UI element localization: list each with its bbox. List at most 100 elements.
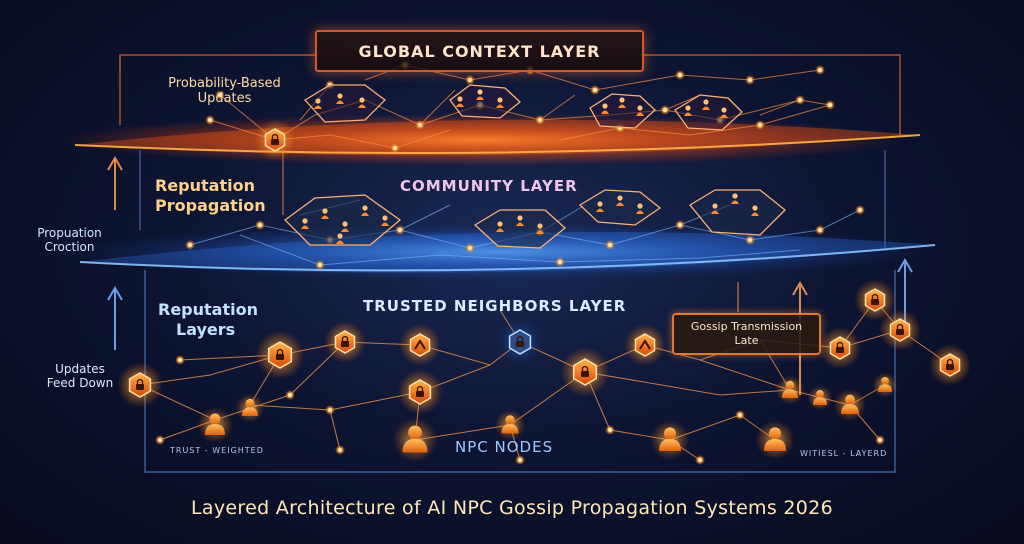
glow-dot-core (398, 228, 402, 232)
global-cluster (303, 84, 743, 131)
trusted-layer-title: TRUSTED NEIGHBORS LAYER (363, 297, 627, 315)
member-icon (636, 203, 644, 214)
glow-dot-core (338, 448, 342, 452)
glow-dot-core (818, 228, 822, 232)
lock-icon (416, 385, 424, 397)
member-icon (314, 98, 322, 109)
community-layer-disc (70, 224, 936, 280)
glow-dot-core (208, 118, 212, 122)
npc-person-icon (494, 409, 526, 441)
glow-dot-core (218, 93, 222, 97)
hex-node (397, 369, 443, 415)
glow-dot-core (188, 243, 192, 247)
glow-dot-core (738, 413, 742, 417)
glow-dot-core (828, 103, 832, 107)
lock-icon (271, 133, 279, 145)
npc-nodes-title: NPC NODES (455, 438, 554, 456)
member-icon (731, 193, 739, 204)
npc-person-icon (872, 372, 898, 398)
hex-node (929, 344, 971, 386)
member-icon (684, 105, 692, 116)
glow-dot-core (593, 88, 597, 92)
chevron-up-icon (414, 339, 426, 350)
glow-dot-core (288, 393, 292, 397)
reputation-layers-label: Reputation Layers (158, 300, 258, 339)
npc-person-icon (197, 407, 233, 443)
lock-icon (871, 293, 879, 305)
glow-dot-core (468, 78, 472, 82)
glow-dot-core (748, 238, 752, 242)
hex-node (255, 330, 305, 380)
glow-dot-core (678, 73, 682, 77)
propuation-croction-label: Propuation Croction (37, 226, 102, 254)
member-icon (636, 105, 644, 116)
global-layer-title: GLOBAL CONTEXT LAYER (358, 41, 601, 61)
hex-node (879, 309, 921, 351)
member-icon (751, 205, 759, 216)
lock-icon (341, 335, 349, 347)
member-icon (536, 223, 544, 234)
member-icon (516, 215, 524, 226)
npc-person-icon (755, 420, 795, 460)
lock-icon (516, 335, 524, 347)
glow-dot-core (178, 358, 182, 362)
member-icon (361, 205, 369, 216)
member-icon (711, 203, 719, 214)
glow-dot-core (818, 68, 822, 72)
glow-dot-core (758, 123, 762, 127)
hex-node (819, 327, 861, 369)
npc-person-icon (807, 385, 833, 411)
lock-icon (136, 378, 144, 390)
lock-icon (581, 365, 589, 377)
glow-dot-core (328, 408, 332, 412)
npc-person-icon (833, 388, 867, 422)
glow-dot-core (468, 246, 472, 250)
probability-updates-label: Probability-Based Updates (168, 76, 281, 106)
glow-dot-core (678, 223, 682, 227)
hex-node (854, 279, 896, 321)
member-icon (381, 215, 389, 226)
gossip-transmission-callout: Gossip Transmission Late (672, 313, 821, 355)
trusted-neighbor-nodes (117, 119, 971, 415)
member-icon (496, 97, 504, 108)
member-icon (336, 233, 344, 244)
lock-icon (836, 341, 844, 353)
diagram-caption: Layered Architecture of AI NPC Gossip Pr… (191, 497, 833, 519)
member-icon (321, 208, 329, 219)
member-icon (616, 195, 624, 206)
glow-dot-core (748, 78, 752, 82)
hex-node (560, 347, 610, 397)
community-layer-title: COMMUNITY LAYER (400, 177, 578, 195)
member-icon (476, 89, 484, 100)
glow-dot-core (798, 98, 802, 102)
lock-icon (946, 358, 954, 370)
npc-person-icon (392, 417, 438, 463)
member-icon (596, 201, 604, 212)
lock-icon (896, 323, 904, 335)
member-icon (496, 221, 504, 232)
glow-dot-core (608, 428, 612, 432)
hex-node (254, 119, 296, 161)
npc-node-icons (197, 372, 898, 463)
reputation-propagation-label: Reputation Propagation (155, 176, 266, 215)
community-cluster (284, 189, 786, 249)
hex-node (399, 324, 441, 366)
glow-dot-core (258, 223, 262, 227)
glow-dot-core (538, 118, 542, 122)
member-icon (720, 107, 728, 118)
global-layer-disc (60, 114, 921, 166)
glow-dot-core (518, 458, 522, 462)
member-icon (618, 97, 626, 108)
member-icon (336, 93, 344, 104)
chevron-up-icon (639, 339, 651, 350)
glow-dot-core (663, 108, 667, 112)
glow-dot-core (698, 458, 702, 462)
member-icon (301, 218, 309, 229)
member-icon (456, 96, 464, 107)
glow-dot-core (878, 438, 882, 442)
glow-dot-core (608, 243, 612, 247)
npc-person-icon (775, 375, 805, 405)
hex-node (497, 319, 543, 365)
member-icon (341, 221, 349, 232)
hex-node (324, 321, 366, 363)
